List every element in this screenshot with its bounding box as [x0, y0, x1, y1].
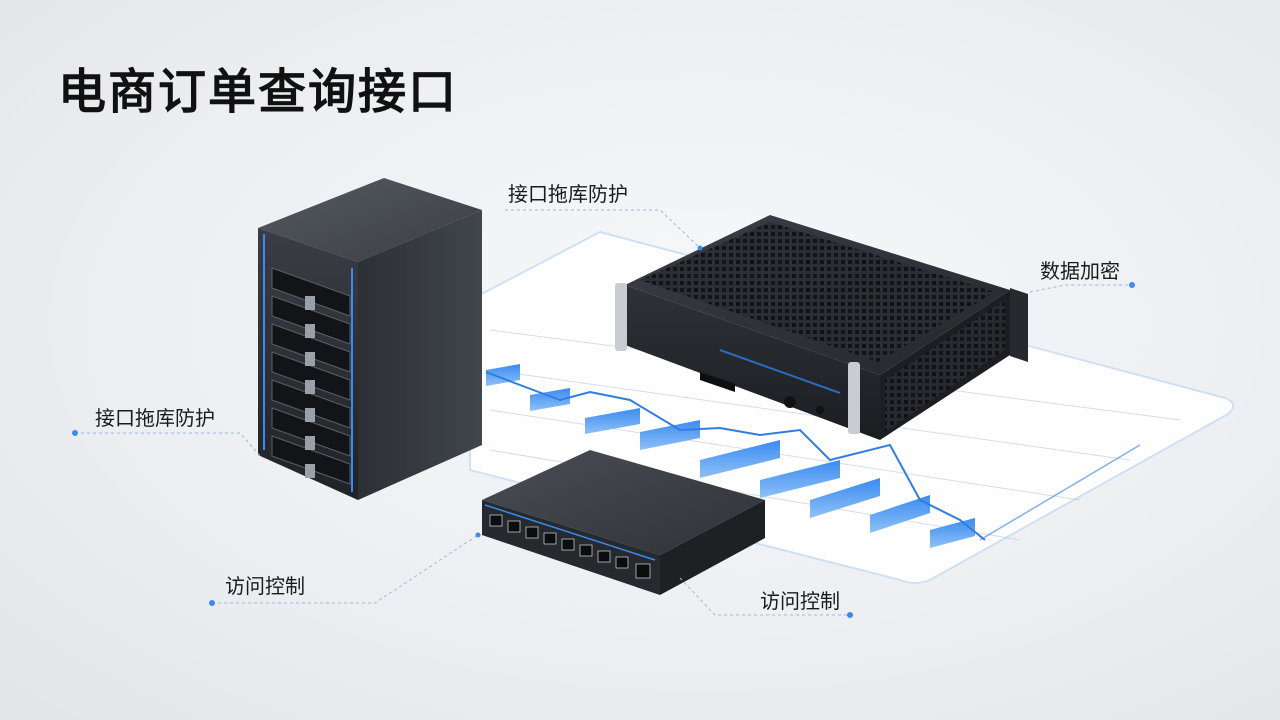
callout-label-data-encryption: 数据加密 [1040, 259, 1120, 283]
report-bars [486, 364, 975, 548]
report-line [485, 371, 986, 541]
callout-label-api-dump-protection-top: 接口拖库防护 [508, 182, 628, 206]
callout-label-access-control-left: 访问控制 [225, 574, 305, 598]
page-title: 电商订单查询接口 [58, 64, 459, 120]
network-switch [482, 450, 765, 595]
callout-dots [72, 245, 1135, 618]
tower-server [258, 178, 482, 500]
rack-server [615, 215, 1028, 440]
callout-label-access-control-right: 访问控制 [760, 589, 840, 613]
callout-lines [75, 209, 1132, 616]
callout-label-api-dump-protection-left: 接口拖库防护 [95, 406, 215, 430]
